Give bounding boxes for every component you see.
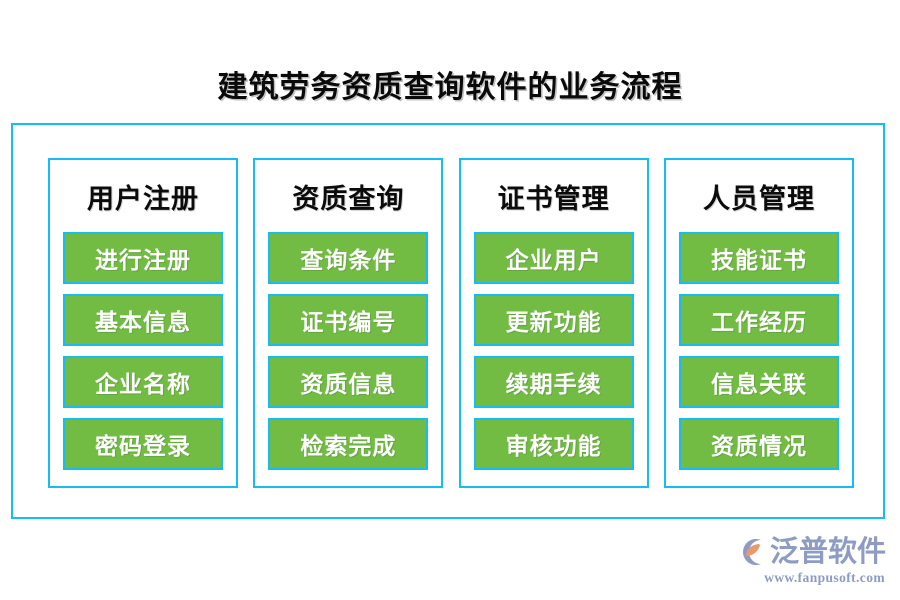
page-title: 建筑劳务资质查询软件的业务流程 [217, 71, 683, 104]
process-step-box[interactable]: 工作经历 [678, 294, 839, 346]
brand-row: 泛普软件 [734, 536, 886, 568]
process-step-box[interactable]: 基本信息 [63, 294, 223, 346]
column-title: 用户注册 [87, 184, 199, 214]
process-step-box[interactable]: 更新功能 [473, 294, 634, 346]
process-step-box[interactable]: 进行注册 [63, 232, 223, 284]
process-step-box[interactable]: 审核功能 [473, 418, 634, 470]
process-step-box[interactable]: 检索完成 [268, 418, 429, 470]
process-step-box[interactable]: 资质情况 [678, 418, 839, 470]
diagram-column-3[interactable]: 证书管理企业用户更新功能续期手续审核功能 [458, 158, 649, 488]
diagram-column-2[interactable]: 资质查询查询条件证书编号资质信息检索完成 [253, 158, 444, 488]
process-step-box[interactable]: 企业名称 [63, 356, 223, 408]
diagram-column-1[interactable]: 用户注册进行注册基本信息企业名称密码登录 [48, 158, 238, 488]
column-item-list: 企业用户更新功能续期手续审核功能 [473, 232, 634, 470]
brand-url: www.fanpusoft.com [764, 570, 885, 585]
process-step-box[interactable]: 信息关联 [678, 356, 839, 408]
fanpu-circle-logo-icon [734, 536, 766, 568]
diagram-column-4[interactable]: 人员管理技能证书工作经历信息关联资质情况 [663, 158, 854, 488]
column-item-list: 技能证书工作经历信息关联资质情况 [678, 232, 839, 470]
diagram-columns: 用户注册进行注册基本信息企业名称密码登录资质查询查询条件证书编号资质信息检索完成… [48, 158, 854, 488]
process-step-box[interactable]: 资质信息 [268, 356, 429, 408]
column-item-list: 查询条件证书编号资质信息检索完成 [268, 232, 429, 470]
brand-watermark: 泛普软件 www.fanpusoft.com [734, 536, 886, 586]
process-step-box[interactable]: 续期手续 [473, 356, 634, 408]
process-step-box[interactable]: 企业用户 [473, 232, 634, 284]
process-step-box[interactable]: 查询条件 [268, 232, 429, 284]
process-step-box[interactable]: 证书编号 [268, 294, 429, 346]
column-title: 人员管理 [702, 184, 815, 214]
column-title: 资质查询 [292, 184, 405, 214]
process-step-box[interactable]: 技能证书 [678, 232, 839, 284]
brand-name: 泛普软件 [769, 535, 886, 568]
column-title: 证书管理 [497, 184, 610, 214]
diagram-outer-frame: 用户注册进行注册基本信息企业名称密码登录资质查询查询条件证书编号资质信息检索完成… [11, 123, 885, 519]
process-step-box[interactable]: 密码登录 [63, 418, 223, 470]
column-item-list: 进行注册基本信息企业名称密码登录 [63, 232, 223, 470]
